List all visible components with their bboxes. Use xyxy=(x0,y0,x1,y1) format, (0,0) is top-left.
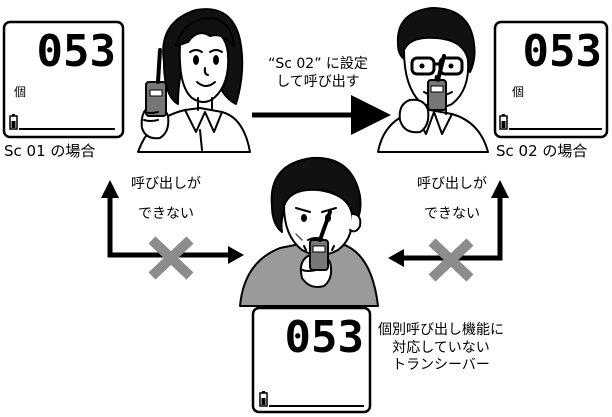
case-label-sc01: Sc 01 の場合 xyxy=(4,142,96,160)
cross-icon xyxy=(148,236,194,280)
battery-icon xyxy=(499,114,508,130)
lcd-display-bottom: 053 xyxy=(251,306,372,414)
man-with-radio-illustration xyxy=(377,7,489,153)
lcd-display-right: 053 個 xyxy=(493,20,609,139)
cross-icon xyxy=(428,238,474,282)
cannot-call-text-right: 呼び出しが できない xyxy=(417,176,487,222)
cannot-call-text-left: 呼び出しが できない xyxy=(131,176,201,222)
arrow-icon xyxy=(101,180,236,258)
lcd-channel-bottom: 053 xyxy=(285,312,364,363)
lcd-channel-left: 053 xyxy=(37,26,116,77)
arrow-icon xyxy=(388,180,509,267)
handheld-radio-icon xyxy=(427,54,447,111)
unsupported-transceiver-note: 個別呼び出し機能に 対応していない トランシーバー xyxy=(378,322,504,373)
boy-with-radio-illustration xyxy=(239,156,379,307)
handheld-radio-icon xyxy=(309,210,332,271)
lcd-display-left: 053 個 xyxy=(2,20,125,139)
lcd-channel-right: 053 xyxy=(523,26,602,77)
woman-with-radio-illustration xyxy=(137,8,251,153)
handheld-radio-icon xyxy=(145,48,167,117)
instruction-text: “Sc 02” に設定 して呼び出す xyxy=(268,56,368,90)
lcd-unit-left: 個 xyxy=(14,85,26,99)
case-label-sc02: Sc 02 の場合 xyxy=(496,142,588,160)
arrow-icon xyxy=(228,246,244,264)
lcd-unit-right: 個 xyxy=(512,85,524,99)
battery-icon xyxy=(259,391,268,407)
battery-icon xyxy=(9,114,18,130)
